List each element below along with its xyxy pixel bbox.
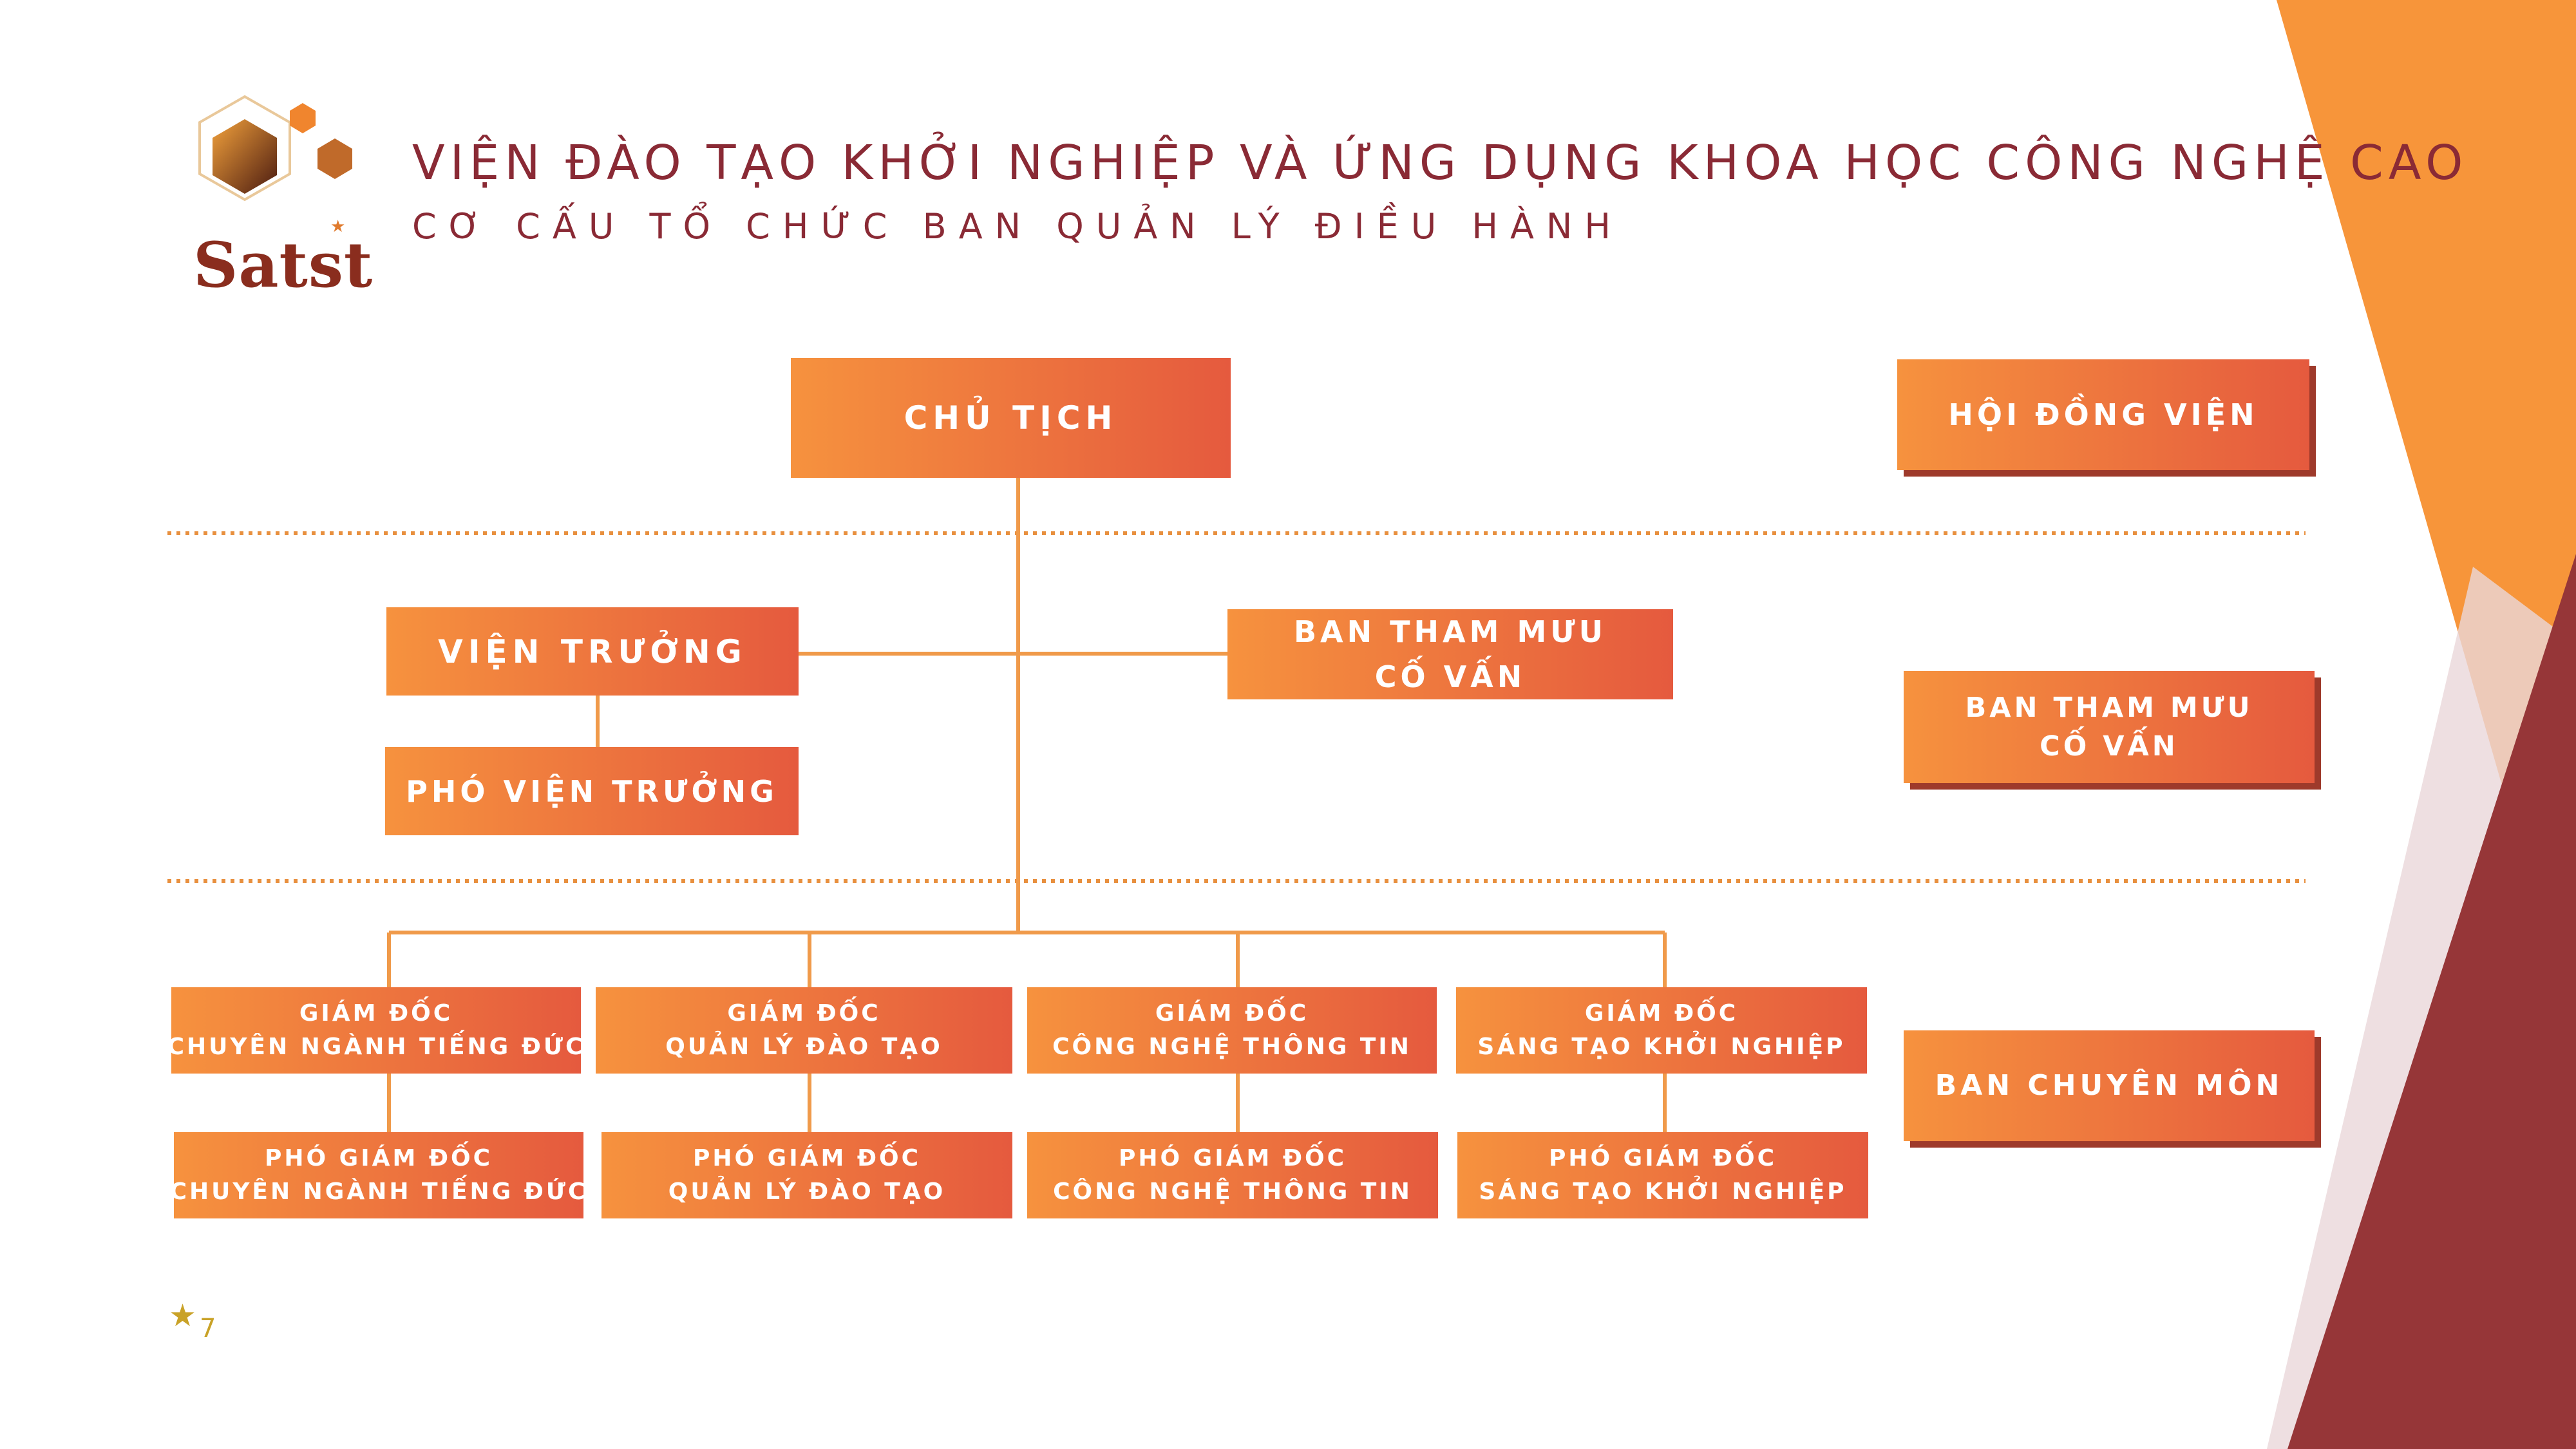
svg-text:★: ★	[330, 217, 345, 236]
advisory-box: BAN THAM MƯU CỐ VẤN	[1227, 609, 1673, 699]
advisory-legend-line-2: CỐ VẤN	[2040, 730, 2179, 762]
council-legend-label: HỘI ĐỒNG VIỆN	[1948, 397, 2259, 432]
hexagon-logo-icon: ★	[184, 90, 357, 296]
dept-director-area: CÔNG NGHỆ THÔNG TIN	[1052, 1034, 1412, 1060]
star-icon: ★	[169, 1298, 197, 1334]
dept-deputy-area: QUẢN LÝ ĐÀO TẠO	[668, 1179, 946, 1205]
advisory-legend-box: BAN THAM MƯU CỐ VẤN	[1904, 671, 2315, 783]
specialist-legend-box: BAN CHUYÊN MÔN	[1904, 1030, 2315, 1141]
deputy-director-box: PHÓ VIỆN TRƯỞNG	[385, 747, 799, 835]
deputy-director-label: PHÓ VIỆN TRƯỞNG	[406, 773, 778, 809]
council-legend-box: HỘI ĐỒNG VIỆN	[1897, 359, 2309, 470]
dept-director-area: CHUYÊN NGÀNH TIẾNG ĐỨC	[171, 1034, 581, 1060]
director-label: VIỆN TRƯỞNG	[438, 632, 747, 670]
dept-deputy-area: CHUYÊN NGÀNH TIẾNG ĐỨC	[174, 1179, 583, 1205]
chairman-box: CHỦ TỊCH	[791, 358, 1231, 478]
page-title: VIỆN ĐÀO TẠO KHỞI NGHIỆP VÀ ỨNG DỤNG KHO…	[412, 135, 2468, 191]
chairman-label: CHỦ TỊCH	[904, 399, 1118, 437]
specialist-legend-label: BAN CHUYÊN MÔN	[1935, 1069, 2284, 1102]
dept-director-box-german: GIÁM ĐỐC CHUYÊN NGÀNH TIẾNG ĐỨC	[171, 987, 581, 1074]
dept-director-area: QUẢN LÝ ĐÀO TẠO	[665, 1034, 943, 1060]
dept-deputy-box-german: PHÓ GIÁM ĐỐC CHUYÊN NGÀNH TIẾNG ĐỨC	[174, 1132, 583, 1218]
dept-deputy-box-it: PHÓ GIÁM ĐỐC CÔNG NGHỆ THÔNG TIN	[1027, 1132, 1438, 1218]
dept-deputy-box-training: PHÓ GIÁM ĐỐC QUẢN LÝ ĐÀO TẠO	[601, 1132, 1012, 1218]
dept-deputy-title: PHÓ GIÁM ĐỐC	[265, 1145, 493, 1171]
page-number: 7	[200, 1314, 216, 1343]
advisory-legend-line-1: BAN THAM MƯU	[1965, 692, 2253, 724]
dept-director-box-startup: GIÁM ĐỐC SÁNG TẠO KHỞI NGHIỆP	[1456, 987, 1867, 1074]
dept-director-box-it: GIÁM ĐỐC CÔNG NGHỆ THÔNG TIN	[1027, 987, 1437, 1074]
dept-deputy-area: CÔNG NGHỆ THÔNG TIN	[1053, 1179, 1412, 1205]
page-subtitle: CƠ CẤU TỔ CHỨC BAN QUẢN LÝ ĐIỀU HÀNH	[412, 206, 1623, 247]
deco-red-shape	[2287, 554, 2576, 1449]
dept-director-title: GIÁM ĐỐC	[299, 1000, 453, 1027]
logo-text: Satst	[193, 229, 374, 301]
director-box: VIỆN TRƯỞNG	[386, 607, 799, 696]
dept-deputy-box-startup: PHÓ GIÁM ĐỐC SÁNG TẠO KHỞI NGHIỆP	[1457, 1132, 1868, 1218]
dept-director-title: GIÁM ĐỐC	[1155, 1000, 1309, 1027]
dept-deputy-title: PHÓ GIÁM ĐỐC	[1119, 1145, 1347, 1171]
connector-lines	[387, 477, 1667, 1132]
dept-director-title: GIÁM ĐỐC	[727, 1000, 881, 1027]
dept-director-title: GIÁM ĐỐC	[1584, 1000, 1739, 1027]
advisory-line-1: BAN THAM MƯU	[1294, 614, 1607, 649]
advisory-line-2: CỐ VẤN	[1374, 659, 1526, 694]
dept-deputy-title: PHÓ GIÁM ĐỐC	[1549, 1145, 1777, 1171]
dept-deputy-area: SÁNG TẠO KHỞI NGHIỆP	[1479, 1179, 1847, 1205]
dept-deputy-title: PHÓ GIÁM ĐỐC	[693, 1145, 921, 1171]
dept-director-area: SÁNG TẠO KHỞI NGHIỆP	[1477, 1034, 1846, 1060]
dept-director-box-training: GIÁM ĐỐC QUẢN LÝ ĐÀO TẠO	[596, 987, 1012, 1074]
